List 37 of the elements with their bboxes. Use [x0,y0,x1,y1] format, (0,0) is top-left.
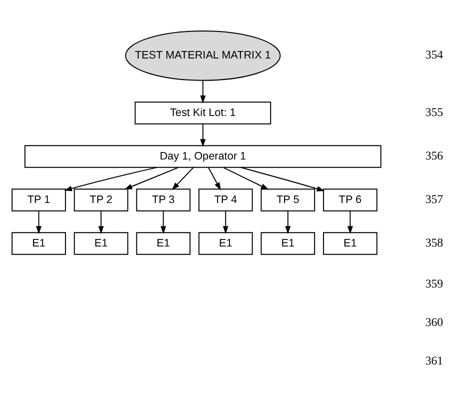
node-box: Test Kit Lot: 1 [134,101,272,124]
label: 359 [425,276,444,290]
arrow [200,123,206,147]
arrow [208,166,221,190]
arrow [285,210,291,234]
label: 356 [425,148,444,162]
node-box: E1 [136,232,191,254]
node-box: E1 [260,232,316,254]
arrow [36,210,42,234]
node-box: TP 1 [12,188,66,211]
node-box: E1 [323,232,378,254]
label: 355 [425,104,444,119]
arrow [222,210,228,234]
node-box: TP 2 [74,188,128,211]
arrow [172,166,194,190]
arrow [160,210,166,234]
label: 360 [425,314,444,329]
node-box: TP 3 [136,188,191,211]
arrow [347,210,353,234]
arrow [64,166,158,191]
node-box: TP 5 [260,188,316,211]
label: 354 [425,47,444,62]
label: 357 [425,192,444,206]
node-box: E1 [198,232,253,254]
label: 358 [425,235,444,250]
node-box: E1 [74,232,128,254]
arrow [124,166,179,190]
node-box: TP 4 [198,188,253,211]
node-box: TP 6 [323,188,378,211]
arrow [98,210,104,234]
arrow [240,166,325,191]
label: 361 [425,353,444,368]
arrow [200,79,206,103]
node-box: E1 [12,232,66,254]
arrow [222,166,269,190]
node-ellipse: TEST MATERIAL MATRIX 1 [125,30,281,80]
node-box: Day 1, Operator 1 [24,144,382,168]
